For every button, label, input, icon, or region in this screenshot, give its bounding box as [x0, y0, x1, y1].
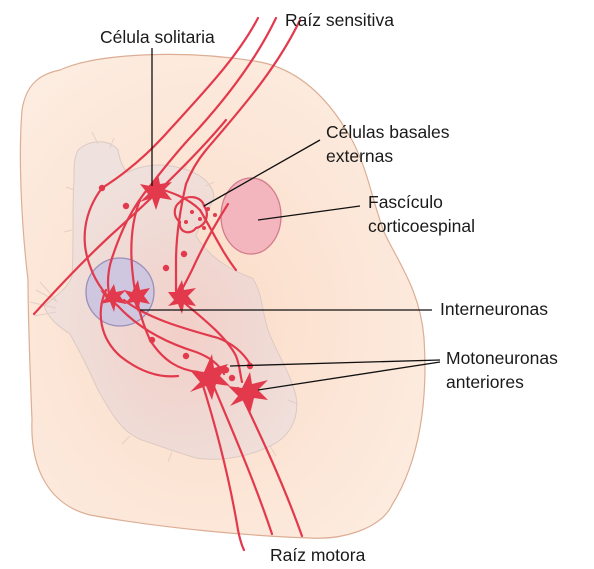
label-celulas-basales-line2: externas: [326, 146, 393, 167]
label-motoneuronas-line1: Motoneuronas: [446, 348, 558, 369]
label-raiz-sensitiva: Raíz sensitiva: [285, 10, 394, 31]
label-fasciculo-line2: corticoespinal: [368, 216, 475, 237]
label-celula-solitaria: Célula solitaria: [100, 27, 215, 48]
label-interneuronas: Interneuronas: [440, 299, 548, 320]
label-motoneuronas-line2: anteriores: [446, 372, 524, 393]
label-raiz-motora: Raíz motora: [270, 545, 365, 566]
label-fasciculo-line1: Fascículo: [368, 192, 443, 213]
corticospinal-tract: [221, 178, 281, 254]
label-celulas-basales-line1: Células basales: [326, 122, 450, 143]
